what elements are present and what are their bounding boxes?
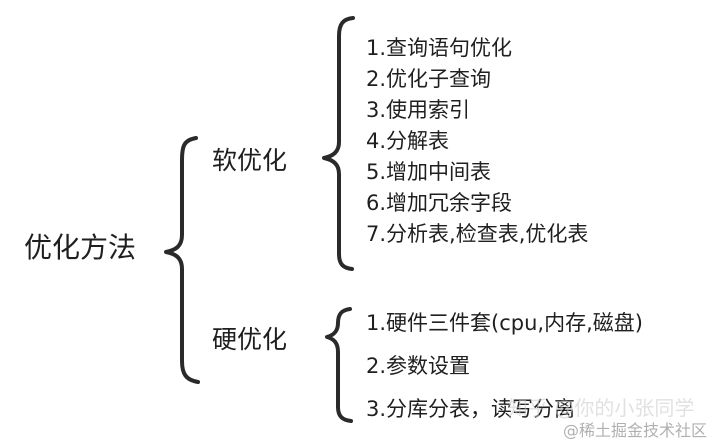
hard-optimization-label: 硬优化 [212,325,288,354]
soft-item-4: 4.分解表 [366,129,450,153]
hard-item-1: 1.硬件三件套(cpu,内存,磁盘) [366,311,643,335]
soft-item-5: 5.增加中间表 [366,160,492,184]
soft-item-1: 1.查询语句优化 [366,36,513,60]
hard-item-2: 2.参数设置 [366,354,471,378]
watermark-sub: @稀土掘金技术社区 [563,421,708,440]
watermark-main: 知乎 @你的小张同学 [508,396,695,420]
hard-brace [325,307,353,423]
root-brace [164,136,200,384]
soft-item-6: 6.增加冗余字段 [366,191,513,215]
soft-brace [322,16,355,271]
soft-item-7: 7.分析表,检查表,优化表 [366,222,589,246]
soft-item-3: 3.使用索引 [366,98,471,122]
root-node-label: 优化方法 [24,231,137,264]
soft-item-2: 2.优化子查询 [366,67,492,91]
hard-item-3: 3.分库分表，读写分离 [366,397,576,421]
soft-optimization-label: 软优化 [212,146,288,175]
